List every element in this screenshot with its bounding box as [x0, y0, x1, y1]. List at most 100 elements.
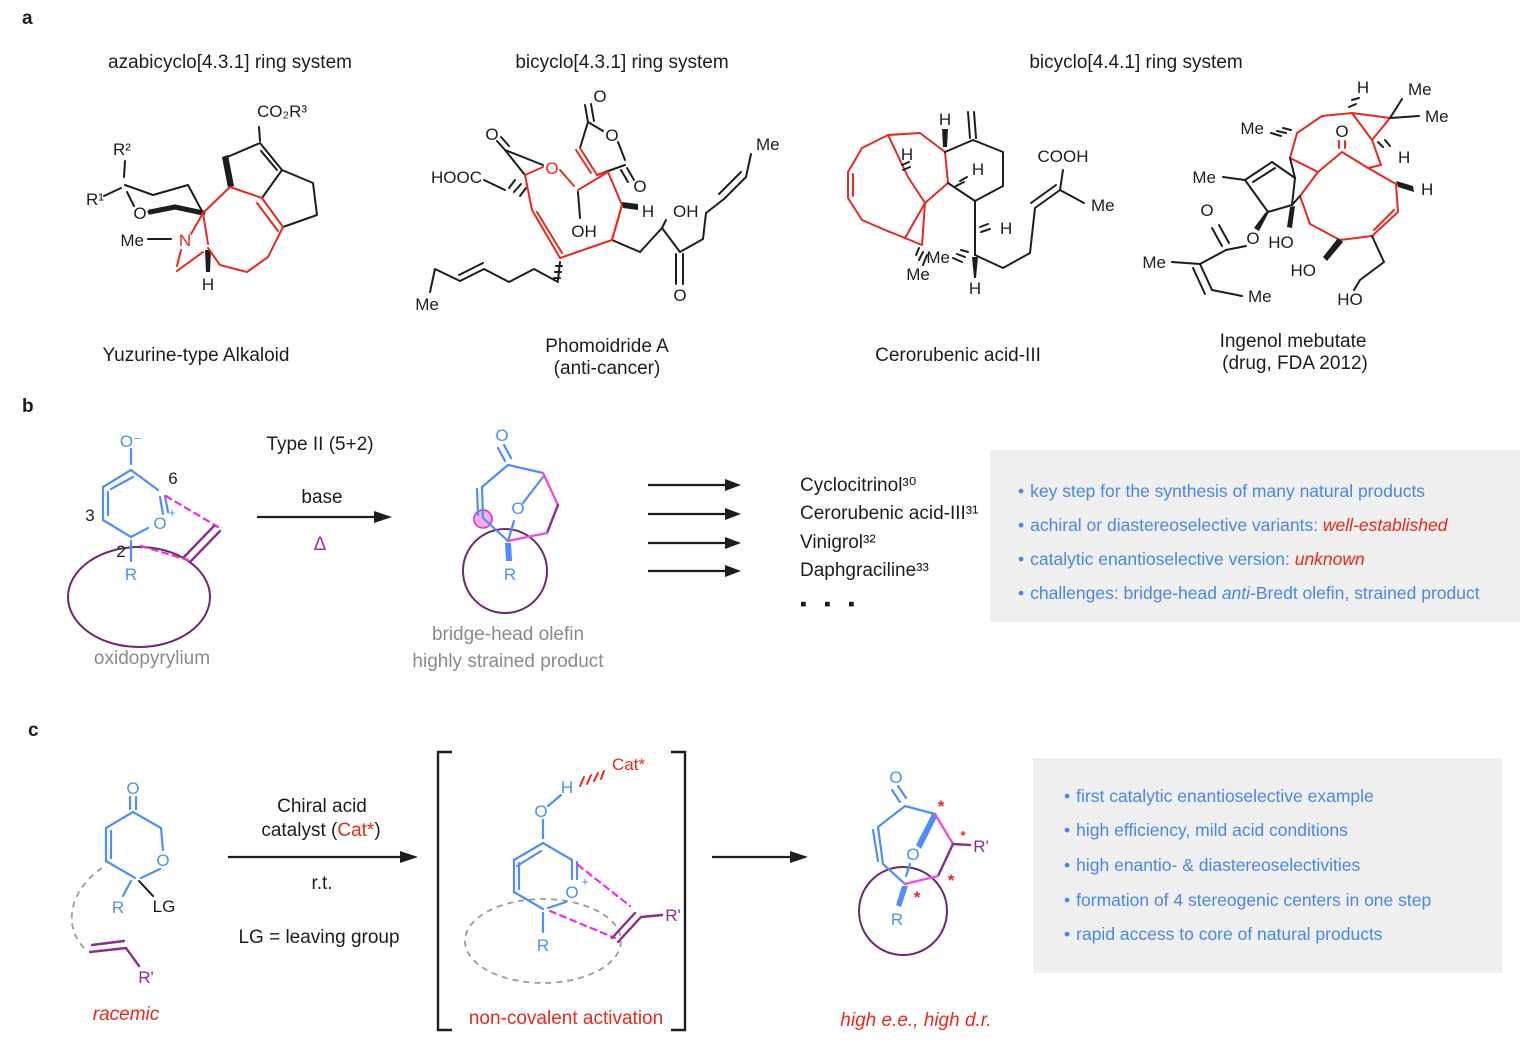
product-c-colored-bonds [903, 812, 972, 886]
reaction-c-condition: r.t. [311, 873, 333, 894]
highlight-c-4: •formation of 4 stereogenic centers in o… [1064, 890, 1431, 911]
highlight-em: unknown [1294, 549, 1365, 569]
bullet-icon: • [1018, 481, 1025, 501]
tether-alkene [182, 524, 222, 564]
cerorubenic-wedges [942, 129, 978, 278]
oxidopyrylium-caption: oxidopyrylium [93, 648, 211, 669]
atom-label-me-bottom: Me [906, 265, 930, 284]
ring-system-label-3: bicyclo[4.4.1] ring system [1029, 52, 1243, 73]
atom-label-me-left: Me [1192, 168, 1216, 187]
atom-label-me-right: Me [756, 135, 780, 154]
atom-label-r-prime: R' [973, 837, 989, 856]
atom-label-r: R [537, 936, 549, 955]
atom-label-o-ester: O [1246, 229, 1259, 248]
position-3: 3 [85, 506, 94, 525]
plus-sign: + [168, 505, 176, 520]
atom-label-me-left: Me [415, 295, 439, 314]
phomoidride-black-bonds [429, 103, 752, 293]
molecule-name-yuzurine: Yuzurine-type Alkaloid [102, 345, 290, 366]
activation-caption: non-covalent activation [468, 1008, 664, 1029]
highlight-text: achiral or diastereoselective variants: [1030, 515, 1323, 535]
highlight-b-1: •key step for the synthesis of many natu… [1018, 481, 1425, 502]
bullet-icon: • [1064, 924, 1071, 944]
highlight-c-3: •high enantio- & diastereoselectivities [1064, 855, 1360, 876]
racemic-caption: racemic [92, 1004, 160, 1025]
atom-label-ho1: HO [1268, 233, 1294, 252]
ingenol-black-bonds [1171, 97, 1420, 297]
highlight-b-4: •challenges: bridge-head anti-Bredt olef… [1018, 583, 1480, 604]
product-c-blue-bonds [871, 784, 937, 886]
highlight-text: high enantio- & diastereoselectivities [1076, 855, 1361, 875]
atom-label-h-right2: H [1421, 180, 1433, 199]
atom-label-o-pyran: O [545, 159, 558, 178]
phomoidride-red-bonds [524, 147, 623, 259]
ingenol-wedges [1254, 181, 1414, 261]
atom-label-ho3: HO [1337, 290, 1363, 309]
substrate-blue-bonds [104, 795, 165, 898]
atom-label-h-left: H [901, 145, 913, 164]
highlight-text: catalytic enantioselective version: [1030, 549, 1295, 569]
bullet-icon: • [1018, 583, 1025, 603]
ingenol-structure: H Me Me Me O H Me H O O HO Me HO Me HO [1142, 78, 1448, 309]
atom-label-o-right: O [633, 177, 646, 196]
target-vinigrol: Vinigrol³² [800, 532, 876, 553]
tether-ring [858, 866, 948, 956]
substrate-alkene [88, 939, 141, 968]
atom-label-hooc: HOOC [431, 168, 482, 187]
highlight-em: well-established [1322, 515, 1448, 535]
highlight-b-2: •achiral or diastereoselective variants:… [1018, 515, 1447, 536]
yuzurine-wedges [205, 155, 234, 272]
ingenol-red-bonds [1289, 112, 1399, 241]
panel-c-label: c [28, 720, 39, 741]
atom-label-me: Me [120, 231, 144, 250]
highlights-box-b: •key step for the synthesis of many natu… [990, 450, 1520, 622]
bicyclic-product-structure: O O R [462, 426, 560, 614]
molecule-subtitle-ingenol: (drug, FDA 2012) [1222, 353, 1368, 374]
target-ellipsis: ▪ ▪ ▪ [800, 594, 861, 615]
lg-bond [138, 880, 154, 897]
atom-label-h-chain: H [1000, 219, 1012, 238]
yuzurine-structure: CO₂R³ R² R¹ O Me N H [86, 102, 318, 294]
tether-ring [67, 546, 211, 648]
atom-label-r-prime: R' [138, 968, 154, 987]
bullet-icon: • [1018, 515, 1025, 535]
atom-label-h-top: H [1357, 78, 1369, 97]
atom-label-n: N [179, 231, 191, 250]
star-1: * [938, 797, 945, 816]
highlight-c-2: •high efficiency, mild acid conditions [1064, 820, 1348, 841]
highlight-text: first catalytic enantioselective example [1076, 786, 1374, 806]
cat-hash-bonds [579, 770, 605, 787]
atom-label-me-hash: Me [1240, 119, 1264, 138]
target-cyclocitrinol: Cyclocitrinol³⁰ [800, 475, 917, 496]
tether-dashed-arc [70, 867, 103, 951]
panel-b-label: b [22, 396, 34, 417]
yuzurine-red-bonds [176, 186, 284, 273]
atom-label-r: R [891, 910, 903, 929]
atom-label-me-hash: Me [926, 248, 950, 267]
atom-label-o-plus: O [153, 514, 166, 533]
atom-label-me-bottom: Me [1248, 287, 1272, 306]
target-daphgraciline: Daphgraciline³³ [800, 560, 929, 581]
atom-label-h-top: H [939, 110, 951, 129]
arrow-2 [648, 508, 741, 520]
position-6: 6 [168, 469, 177, 488]
bullet-icon: • [1064, 890, 1071, 910]
atom-label-oh-side: OH [673, 202, 699, 221]
atom-label-r1: R¹ [86, 190, 104, 209]
cerorubenic-structure: H H H COOH Me H Me Me H [847, 110, 1115, 298]
atom-label-co2r3: CO₂R³ [257, 102, 307, 121]
lg-note: LG = leaving group [238, 927, 400, 948]
position-2: 2 [116, 542, 125, 561]
highlight-text: challenges: bridge-head [1030, 583, 1222, 603]
atom-label-h-right: H [1398, 148, 1410, 167]
molecule-subtitle-phomoidride: (anti-cancer) [553, 358, 661, 379]
bullet-icon: • [1064, 820, 1071, 840]
substrate-structure: O O R LG R' [70, 779, 175, 987]
highlights-box-c: •first catalytic enantioselective exampl… [1033, 758, 1502, 973]
highlight-text: high efficiency, mild acid conditions [1076, 820, 1348, 840]
highlight-post: -Bredt olefin, strained product [1250, 583, 1480, 603]
bullet-icon: • [1018, 549, 1025, 569]
highlight-text: rapid access to core of natural products [1076, 924, 1383, 944]
highlight-c-1: •first catalytic enantioselective exampl… [1064, 786, 1374, 807]
yuzurine-black-bonds [103, 126, 318, 240]
